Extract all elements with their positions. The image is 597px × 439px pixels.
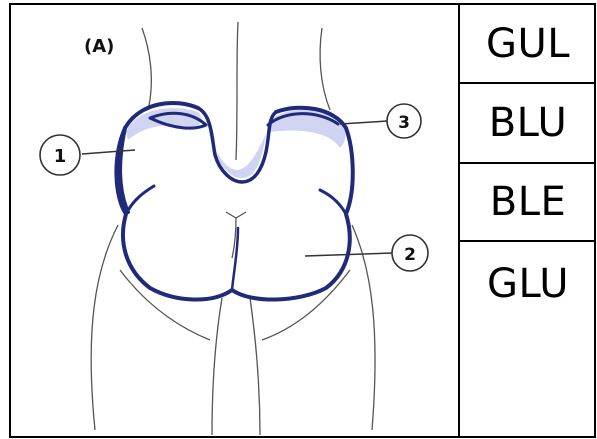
callout-3-label: 3 — [398, 113, 410, 133]
callout-2-label: 2 — [404, 245, 416, 265]
callout-1-label: 1 — [54, 146, 67, 167]
leader-1 — [82, 150, 135, 154]
body-contour — [91, 22, 375, 435]
option-cell-4[interactable]: GLU — [459, 241, 597, 327]
gluteus-medius-shading — [126, 108, 346, 178]
option-label: BLE — [490, 182, 567, 222]
option-cell-1[interactable]: GUL — [459, 4, 597, 83]
panel-label: (A) — [84, 36, 114, 57]
option-label: GLU — [487, 264, 569, 304]
buttocks-illustration — [40, 22, 428, 435]
option-label: BLU — [489, 103, 568, 143]
option-cell-3[interactable]: BLE — [459, 163, 597, 241]
option-label: GUL — [486, 24, 570, 64]
leader-3 — [340, 121, 387, 124]
option-cell-2[interactable]: BLU — [459, 83, 597, 163]
